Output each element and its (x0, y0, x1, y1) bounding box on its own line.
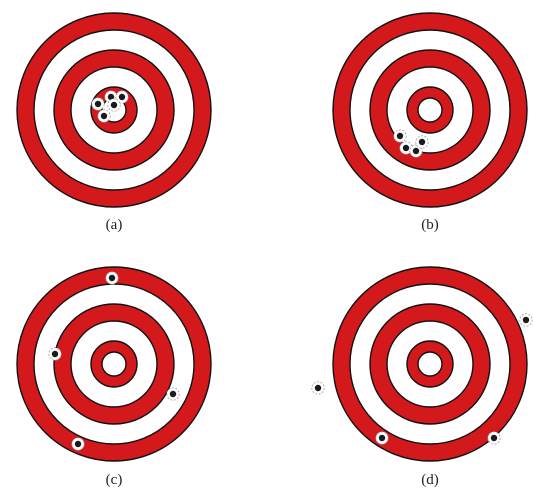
bullet-hole (106, 272, 118, 284)
target-b (333, 13, 527, 207)
panel-label-d: (d) (400, 472, 460, 489)
panel-label-c: (c) (84, 472, 144, 489)
bullet-hole (72, 438, 84, 450)
bullet-hole (416, 136, 428, 148)
bullet-hole (394, 130, 406, 142)
bullet-hole (98, 110, 110, 122)
bullet-hole (92, 98, 104, 110)
bullet-hole (108, 99, 120, 111)
panel-label-b: (b) (400, 217, 460, 234)
panel-label-a: (a) (84, 217, 144, 234)
target-c (17, 267, 211, 461)
bullet-hole (312, 382, 324, 394)
target-ring (418, 352, 442, 376)
target-d (312, 267, 532, 461)
bullet-hole (520, 314, 532, 326)
target-ring (418, 98, 442, 122)
target-ring (102, 352, 126, 376)
bullet-hole (376, 432, 388, 444)
bullet-hole (488, 432, 500, 444)
bullet-hole (167, 388, 179, 400)
target-a (17, 13, 211, 207)
bullet-hole (49, 348, 61, 360)
